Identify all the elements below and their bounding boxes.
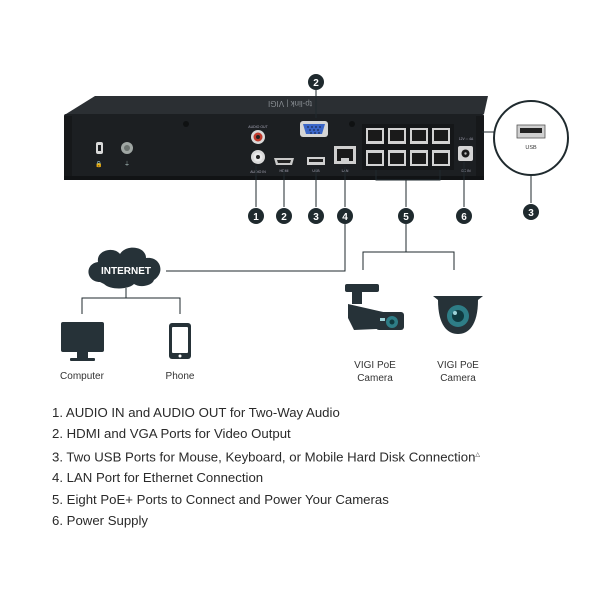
svg-text:🔒: 🔒 xyxy=(95,160,102,168)
legend-item-power: 6. Power Supply xyxy=(52,512,149,528)
svg-text:2: 2 xyxy=(313,78,319,89)
callout-5: 5 xyxy=(398,208,414,224)
callout-top-vga: 2 xyxy=(308,74,324,118)
callout-lines xyxy=(255,162,465,207)
svg-text:1: 1 xyxy=(253,212,259,223)
network-lines xyxy=(81,224,455,314)
bullet-camera-icon xyxy=(345,284,404,330)
legend-item-poe: 5. Eight PoE+ Ports to Connect and Power… xyxy=(52,491,389,507)
brand-logo-text: tp-link | VIGI xyxy=(268,99,312,108)
svg-text:AUDIO IN: AUDIO IN xyxy=(250,170,266,174)
usb-zoom-callout: USB 3 xyxy=(482,100,569,220)
svg-text:4: 4 xyxy=(342,212,348,223)
footnote-marker: △ xyxy=(475,451,481,458)
screw-icon xyxy=(183,121,189,127)
legend-item-audio: 1. AUDIO IN and AUDIO OUT for Two-Way Au… xyxy=(52,405,340,420)
svg-text:3: 3 xyxy=(313,212,319,223)
computer-label: Computer xyxy=(60,371,105,382)
svg-text:USB: USB xyxy=(525,145,537,151)
turret-camera-icon xyxy=(433,296,483,334)
callout-3: 3 xyxy=(308,208,324,224)
callout-2: 2 xyxy=(276,208,292,224)
legend-item-lan: 4. LAN Port for Ethernet Connection xyxy=(52,470,264,486)
svg-text:12V ⎓ 4A: 12V ⎓ 4A xyxy=(459,137,474,141)
svg-text:3: 3 xyxy=(528,208,534,219)
lan-port: LAN xyxy=(334,146,356,173)
svg-text:⏚: ⏚ xyxy=(124,161,130,168)
svg-text:INTERNET: INTERNET xyxy=(101,266,151,277)
phone-label: Phone xyxy=(166,371,195,382)
poe-port-block xyxy=(362,124,454,170)
svg-text:5: 5 xyxy=(403,212,409,223)
camera2-label-line2: Camera xyxy=(440,373,476,384)
vga-port xyxy=(300,121,328,137)
dc-power-jack: 12V ⎓ 4A DC IN xyxy=(458,137,474,173)
internet-cloud-icon: INTERNET xyxy=(88,247,161,289)
callout-4: 4 xyxy=(337,208,353,224)
svg-text:6: 6 xyxy=(461,212,467,223)
legend-item-video: 2. HDMI and VGA Ports for Video Output xyxy=(52,426,291,442)
computer-icon xyxy=(61,322,104,361)
nvr-top-surface xyxy=(66,96,488,114)
audio-jacks: AUDIO OUT AUDIO IN xyxy=(248,125,268,174)
callout-6: 6 xyxy=(456,208,472,224)
camera2-label-line1: VIGI PoE xyxy=(437,360,479,371)
camera1-label-line1: VIGI PoE xyxy=(354,360,396,371)
screw-icon xyxy=(349,121,355,127)
camera1-label-line2: Camera xyxy=(357,373,393,384)
svg-text:DC IN: DC IN xyxy=(462,169,472,173)
kensington-lock-icon: 🔒 xyxy=(95,142,103,168)
ground-terminal-icon: ⏚ xyxy=(121,142,133,168)
feature-legend: 1. AUDIO IN and AUDIO OUT for Two-Way Au… xyxy=(52,402,480,531)
svg-text:AUDIO OUT: AUDIO OUT xyxy=(248,125,268,129)
nvr-device: tp-link | VIGI 🔒 ⏚ AUDIO OUT xyxy=(64,96,488,180)
phone-icon xyxy=(169,323,191,359)
callout-1: 1 xyxy=(248,208,264,224)
legend-item-usb: 3. Two USB Ports for Mouse, Keyboard, or… xyxy=(52,448,481,464)
svg-text:2: 2 xyxy=(281,212,287,223)
